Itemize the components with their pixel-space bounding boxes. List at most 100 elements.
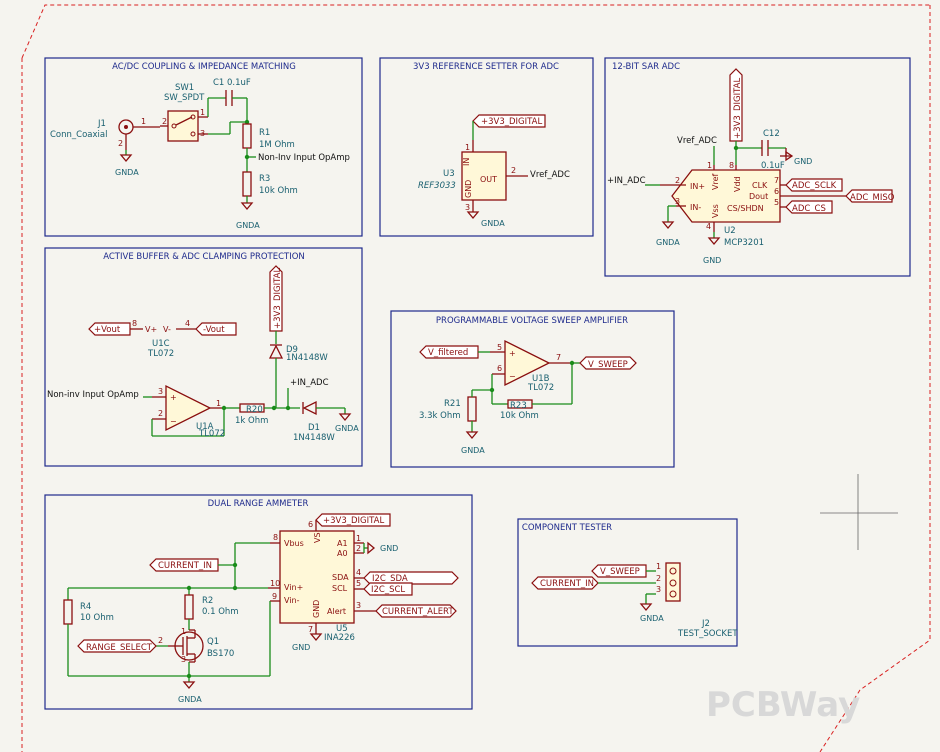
u2-value: MCP3201: [724, 238, 764, 248]
board-outline: [21, 4, 931, 752]
net-3v3-text: +3V3_DIGITAL: [481, 117, 542, 127]
tester-circuit: V_SWEEP CURRENT_IN GNDA 1 2 3 J2 TEST_SO…: [531, 562, 738, 639]
j2-pin2: 2: [656, 574, 661, 583]
svg-text:−: −: [509, 372, 516, 381]
u2-inm: IN-: [690, 203, 701, 212]
r1-value: 1M Ohm: [259, 140, 295, 150]
net-label-current-alert: [375, 604, 457, 618]
sw1-value: SW_SPDT: [164, 93, 205, 103]
ammeter-3v3-text: +3V3_DIGITAL: [323, 516, 384, 526]
j1-pin2: 2: [118, 139, 123, 148]
r4-ref: R4: [80, 602, 91, 612]
r1-ref: R1: [259, 128, 270, 138]
buffer-circuit: +Vout 8 V+ V- 4 -Vout U1C TL072 Non-inv …: [47, 265, 359, 443]
adc-sclk-text: ADC_SCLK: [792, 181, 837, 191]
u3-out-net: Vref_ADC: [530, 170, 570, 180]
block-title-tester: COMPONENT TESTER: [522, 523, 612, 533]
tester-current-in-text: CURRENT_IN: [540, 579, 594, 589]
u2-pin8: 8: [729, 161, 734, 170]
r21-value: 3.3k Ohm: [419, 411, 461, 421]
u5-pin8: 8: [273, 533, 278, 542]
adc-vref-net: Vref_ADC: [677, 136, 717, 146]
u2-clk: CLK: [752, 181, 768, 190]
q1-pin1: 1: [181, 627, 186, 636]
u1b-value: TL072: [527, 383, 554, 393]
u3-ref: U3: [443, 169, 455, 179]
u2-pin5: 5: [774, 198, 779, 207]
u3-pin2: 2: [511, 166, 516, 175]
j1-pin1: 1: [141, 117, 146, 126]
u5-pin10: 10: [270, 579, 280, 588]
u2-pin7: 7: [774, 176, 779, 185]
j2-pin1: 1: [656, 562, 661, 571]
r4-body: [63, 599, 73, 625]
sw1-ref: SW1: [175, 83, 194, 93]
v-sweep-text: V_SWEEP: [588, 360, 628, 370]
range-select-text: RANGE_SELECT: [86, 643, 153, 653]
gnda-label: GNDA: [178, 695, 202, 704]
d1-ref: D1: [308, 423, 320, 433]
c12-value: 0.1uF: [761, 161, 785, 171]
gnda-label: GNDA: [481, 219, 505, 228]
j2-pin3: 3: [656, 585, 661, 594]
u2-pin4: 4: [706, 222, 711, 231]
gnda-label: GNDA: [335, 424, 359, 433]
gnd-label: GND: [380, 544, 398, 553]
u3-in-label: IN: [462, 158, 471, 166]
buffer-3v3-text: +3V3_DIGITAL: [273, 268, 283, 329]
u5-ref: U5: [336, 624, 348, 634]
gnda-label: GNDA: [115, 168, 139, 177]
u1c-vminus: V-: [163, 325, 171, 334]
u3-pin1: 1: [465, 143, 470, 152]
u5-pin5: 5: [356, 579, 361, 588]
u2-pin6: 6: [774, 187, 779, 196]
u1b-pin6: 6: [497, 364, 502, 373]
r20-ref: R20: [246, 405, 263, 415]
net-label-v-sweep: [579, 356, 637, 370]
block-adc-frame: 12-BIT SAR ADC: [604, 57, 911, 277]
u5-alert: Alert: [327, 607, 346, 616]
u2-cs: CS/SHDN: [727, 204, 764, 213]
r1-net-label: Non-Inv Input OpAmp: [258, 153, 350, 163]
u1a-value: TL072: [198, 429, 225, 439]
net-label-buffer-3v3: [269, 265, 283, 332]
u2-vref: Vref: [711, 173, 720, 190]
r3-ref: R3: [259, 174, 270, 184]
adc-circuit: +3V3_DIGITAL C12 0.1uF GND Vref_ADC IN+ …: [607, 68, 895, 265]
u1a-pin1: 1: [216, 399, 221, 408]
net-label-adc-miso: [845, 189, 893, 203]
u1b-pin5: 5: [497, 343, 502, 352]
u5-vs: VS: [313, 532, 322, 543]
u5-gnd: GND: [312, 600, 321, 618]
crosshair-cursor: [820, 474, 898, 550]
sweep-circuit: V_filtered 5 + − 6 7 V_SWEEP U1B TL072 R…: [419, 339, 637, 455]
j2-value: TEST_SOCKET: [677, 629, 738, 639]
r21-body: [467, 396, 477, 422]
block-title-adc: 12-BIT SAR ADC: [612, 62, 680, 72]
block-title-ref3v3: 3V3 REFERENCE SETTER FOR ADC: [413, 62, 559, 72]
r23-value: 10k Ohm: [500, 411, 539, 421]
block-title-buffer: ACTIVE BUFFER & ADC CLAMPING PROTECTION: [103, 252, 305, 262]
net-label-3v3: [472, 114, 546, 128]
u1b-ref: U1B: [532, 374, 550, 384]
r20-value: 1k Ohm: [235, 416, 268, 426]
u5-pin1: 1: [356, 534, 361, 543]
d1-value: 1N4148W: [293, 433, 335, 443]
r3-value: 10k Ohm: [259, 186, 298, 196]
sw1-pin1: 1: [200, 108, 205, 117]
adc-in-net: +IN_ADC: [607, 176, 646, 186]
block-buffer-frame: ACTIVE BUFFER & ADC CLAMPING PROTECTION: [44, 247, 363, 467]
u5-sda: SDA: [332, 573, 349, 582]
r2-body: [184, 594, 194, 620]
u2-ref: U2: [724, 226, 736, 236]
u1c-pin8: 8: [132, 319, 137, 328]
q1-value: BS170: [207, 649, 234, 659]
block-title-coupling: AC/DC COUPLING & IMPEDANCE MATCHING: [112, 62, 296, 72]
net-label-adc-sclk: [785, 178, 843, 192]
svg-text:+: +: [170, 393, 177, 402]
u5-a0: A0: [337, 549, 348, 558]
gnd-label: GND: [794, 157, 812, 166]
net-label-ammeter-3v3: [315, 513, 391, 527]
u5-pin9: 9: [272, 592, 277, 601]
j1-ref: J1: [97, 119, 106, 129]
